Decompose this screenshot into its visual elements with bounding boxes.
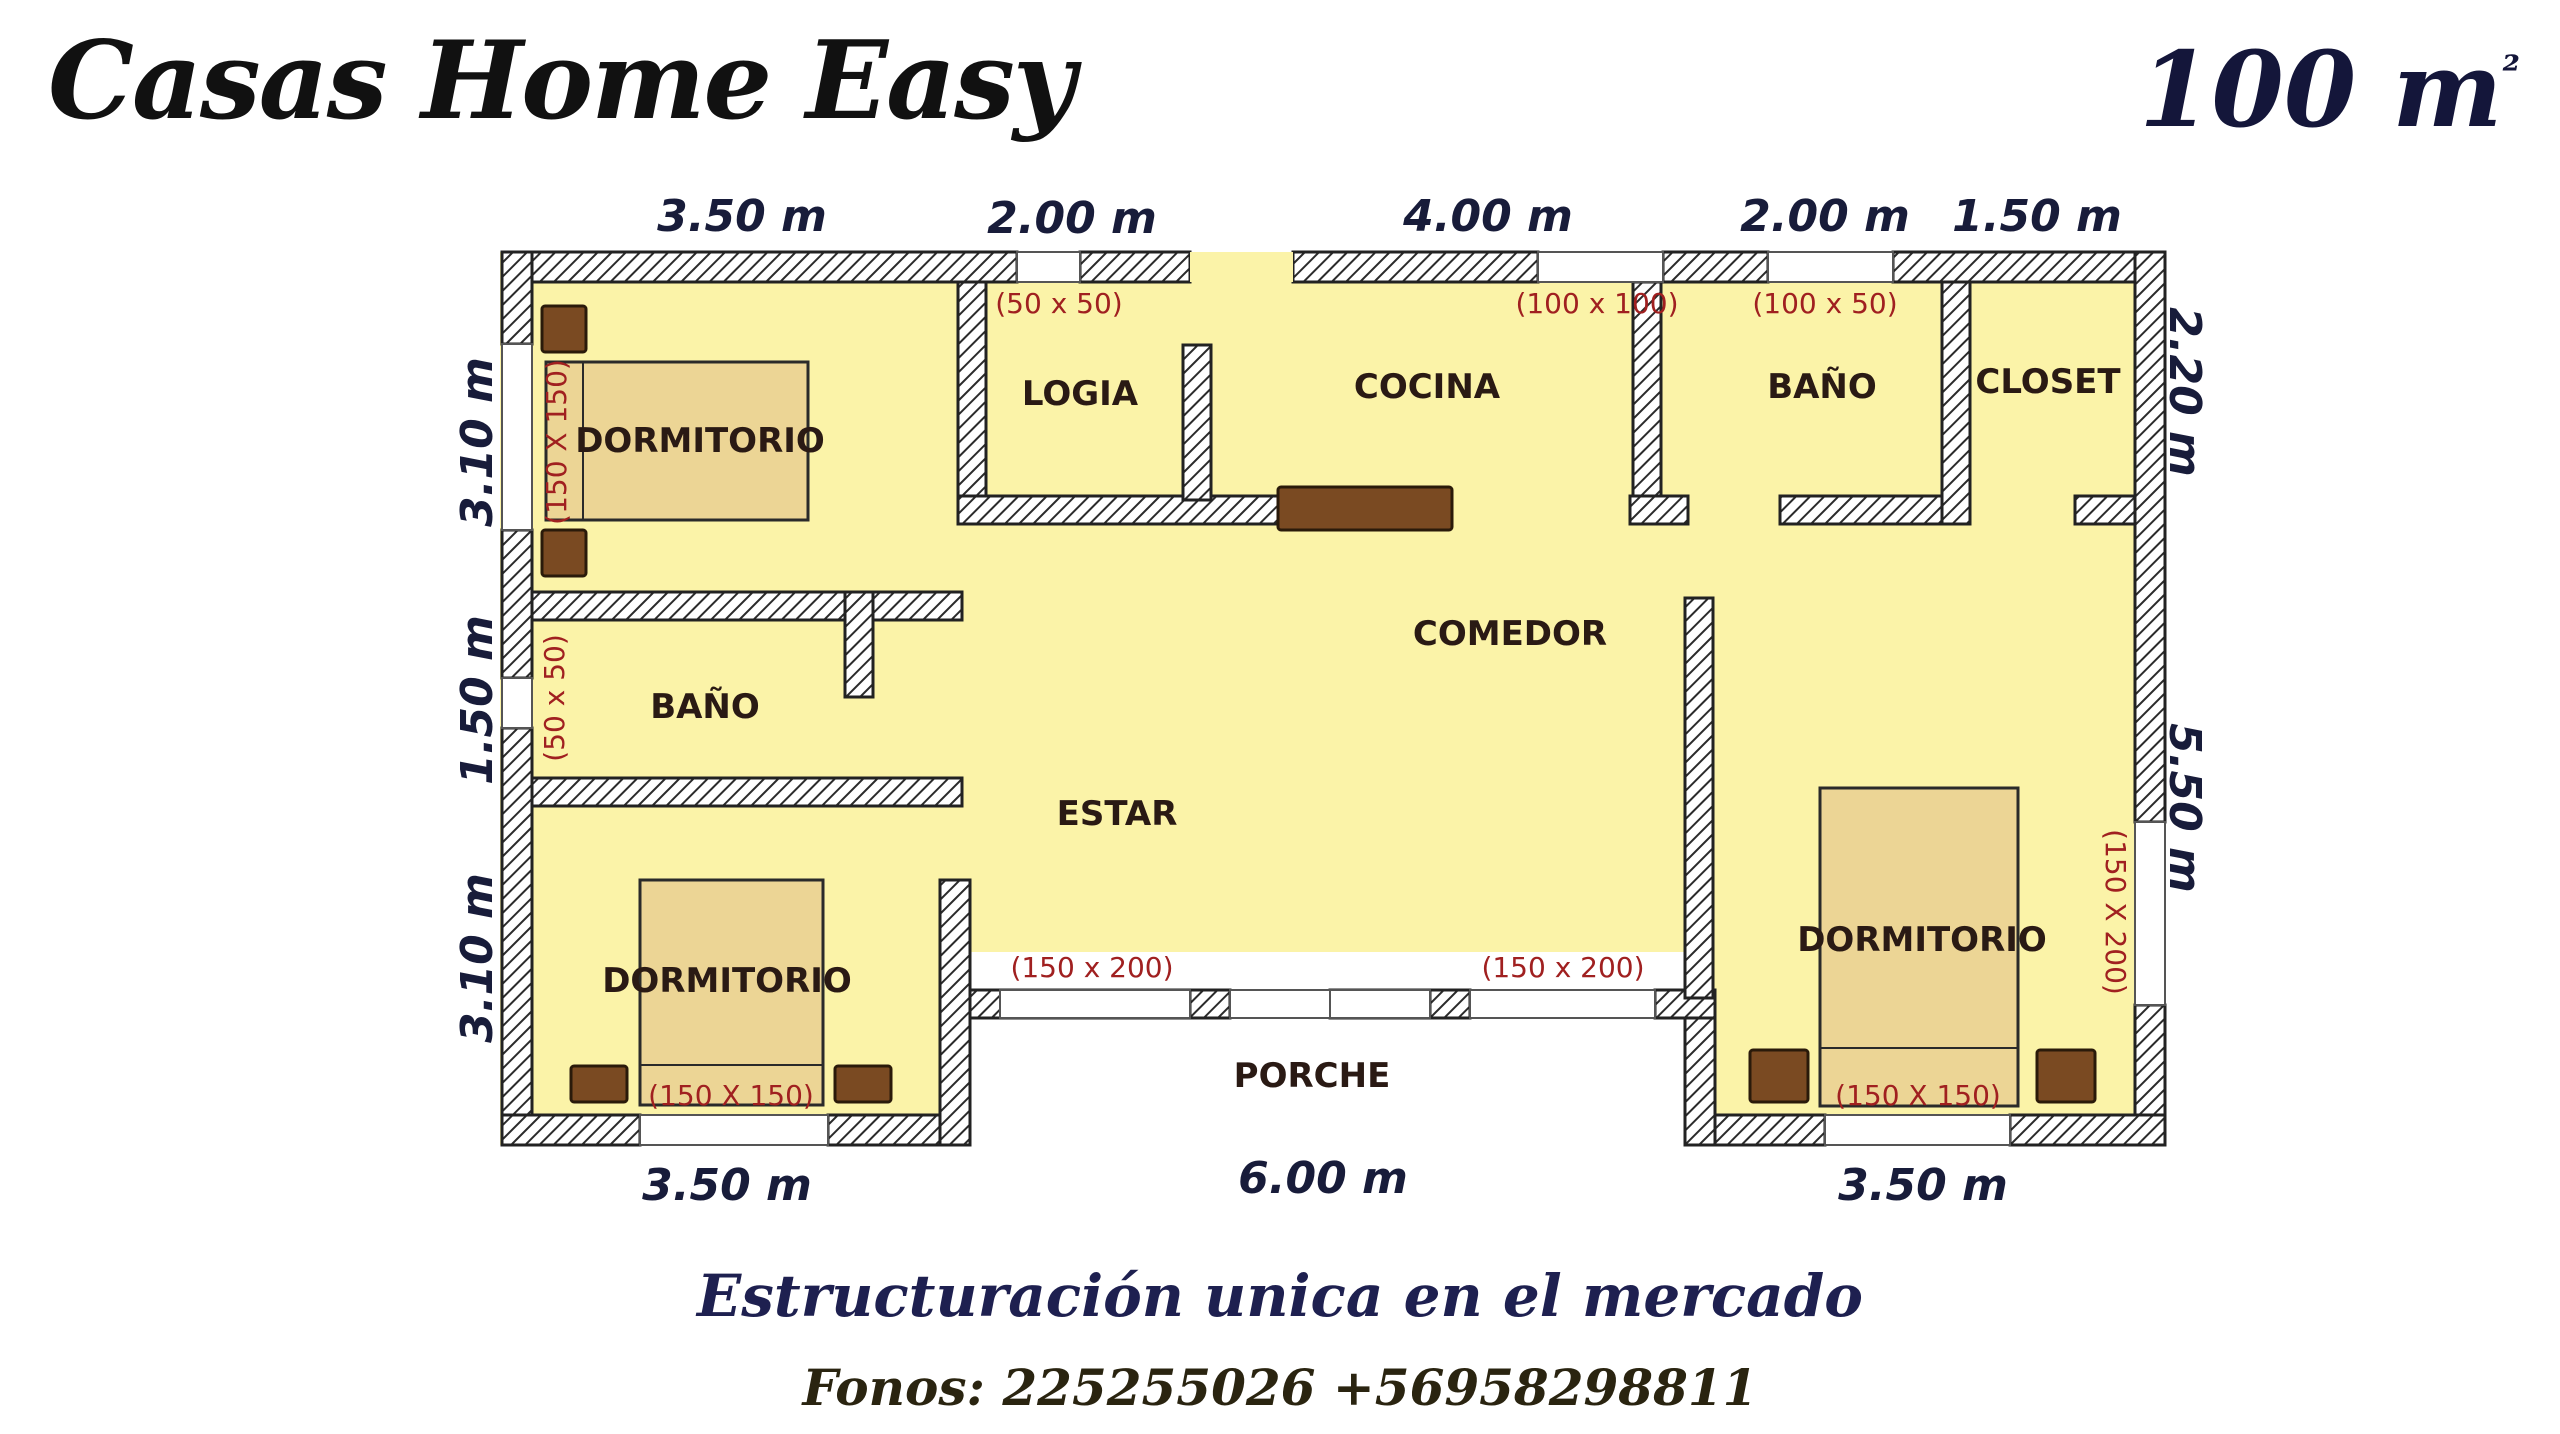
dim-top-4: 2.00 m	[1740, 191, 1910, 242]
window-label-dormitorio-se: (150 X 150)	[1835, 1079, 2001, 1112]
dim-top-3: 4.00 m	[1402, 191, 1573, 242]
area-unit-superscript: ²	[2502, 47, 2520, 95]
brand-title: Casas Home Easy	[48, 18, 1076, 144]
window-label-bano-ne: (100 x 50)	[1752, 287, 1897, 320]
interior-walls	[530, 280, 2137, 1000]
room-label-cocina: COCINA	[1354, 367, 1501, 407]
entrance-opening	[1190, 252, 1293, 282]
kitchen-counter	[1276, 485, 1454, 532]
window-label-estar: (150 x 200)	[1010, 951, 1173, 984]
furniture	[540, 304, 2097, 1104]
dim-bottom-3: 3.50 m	[1838, 1160, 2008, 1211]
window-label-logia: (50 x 50)	[995, 287, 1122, 320]
dim-bottom-1: 3.50 m	[642, 1160, 812, 1211]
room-label-closet: CLOSET	[1975, 362, 2121, 402]
room-label-bano-ne: BAÑO	[1767, 366, 1877, 407]
area-label: 100 m²	[2139, 28, 2520, 151]
bed-sw	[638, 878, 825, 1107]
dim-left-1: 3.10 m	[452, 357, 503, 527]
dim-right-2: 5.50 m	[2159, 723, 2210, 893]
area-value: 100 m	[2139, 28, 2503, 151]
room-label-porche: PORCHE	[1234, 1056, 1391, 1096]
window-label-cocina: (100 x 100)	[1515, 287, 1678, 320]
dim-right-1: 2.20 m	[2159, 307, 2210, 477]
window-label-dormitorio-se-side: (150 X 200)	[2099, 829, 2132, 995]
tagline: Estructuración unica en el mercado	[696, 1262, 1863, 1330]
nightstand-sw-left	[569, 1064, 629, 1104]
window-label-comedor: (150 x 200)	[1481, 951, 1644, 984]
room-label-logia: LOGIA	[1022, 374, 1139, 414]
room-label-comedor: COMEDOR	[1413, 614, 1607, 654]
nightstand-nw-top	[540, 304, 588, 354]
room-label-bano-w: BAÑO	[650, 686, 760, 727]
room-label-estar: ESTAR	[1057, 794, 1178, 834]
nightstand-se-left	[1748, 1048, 1810, 1104]
dim-bottom-2: 6.00 m	[1238, 1153, 1408, 1204]
dim-top-1: 3.50 m	[657, 191, 827, 242]
floor-area	[500, 252, 2165, 1145]
window-label-dormitorio-sw: (150 X 150)	[648, 1079, 814, 1112]
bed-nw	[544, 360, 810, 522]
dim-top-2: 2.00 m	[987, 193, 1157, 244]
nightstand-sw-right	[833, 1064, 893, 1104]
nightstand-se-right	[2035, 1048, 2097, 1104]
window-frames	[501, 251, 2166, 1146]
dim-left-3: 3.10 m	[452, 873, 503, 1043]
room-label-dormitorio-nw: DORMITORIO	[575, 421, 825, 461]
window-label-dormitorio-nw: (150 X 150)	[540, 359, 573, 525]
bed-se	[1818, 786, 2020, 1108]
window-label-bano-w: (50 x 50)	[538, 634, 571, 761]
dim-top-5: 1.50 m	[1952, 191, 2122, 242]
phone-numbers: Fonos: 225255026 +56958298811	[802, 1358, 1758, 1417]
room-label-dormitorio-se: DORMITORIO	[1797, 920, 2047, 960]
nightstand-nw-bottom	[540, 528, 588, 578]
dim-left-2: 1.50 m	[452, 615, 503, 785]
room-label-dormitorio-sw: DORMITORIO	[602, 961, 852, 1001]
